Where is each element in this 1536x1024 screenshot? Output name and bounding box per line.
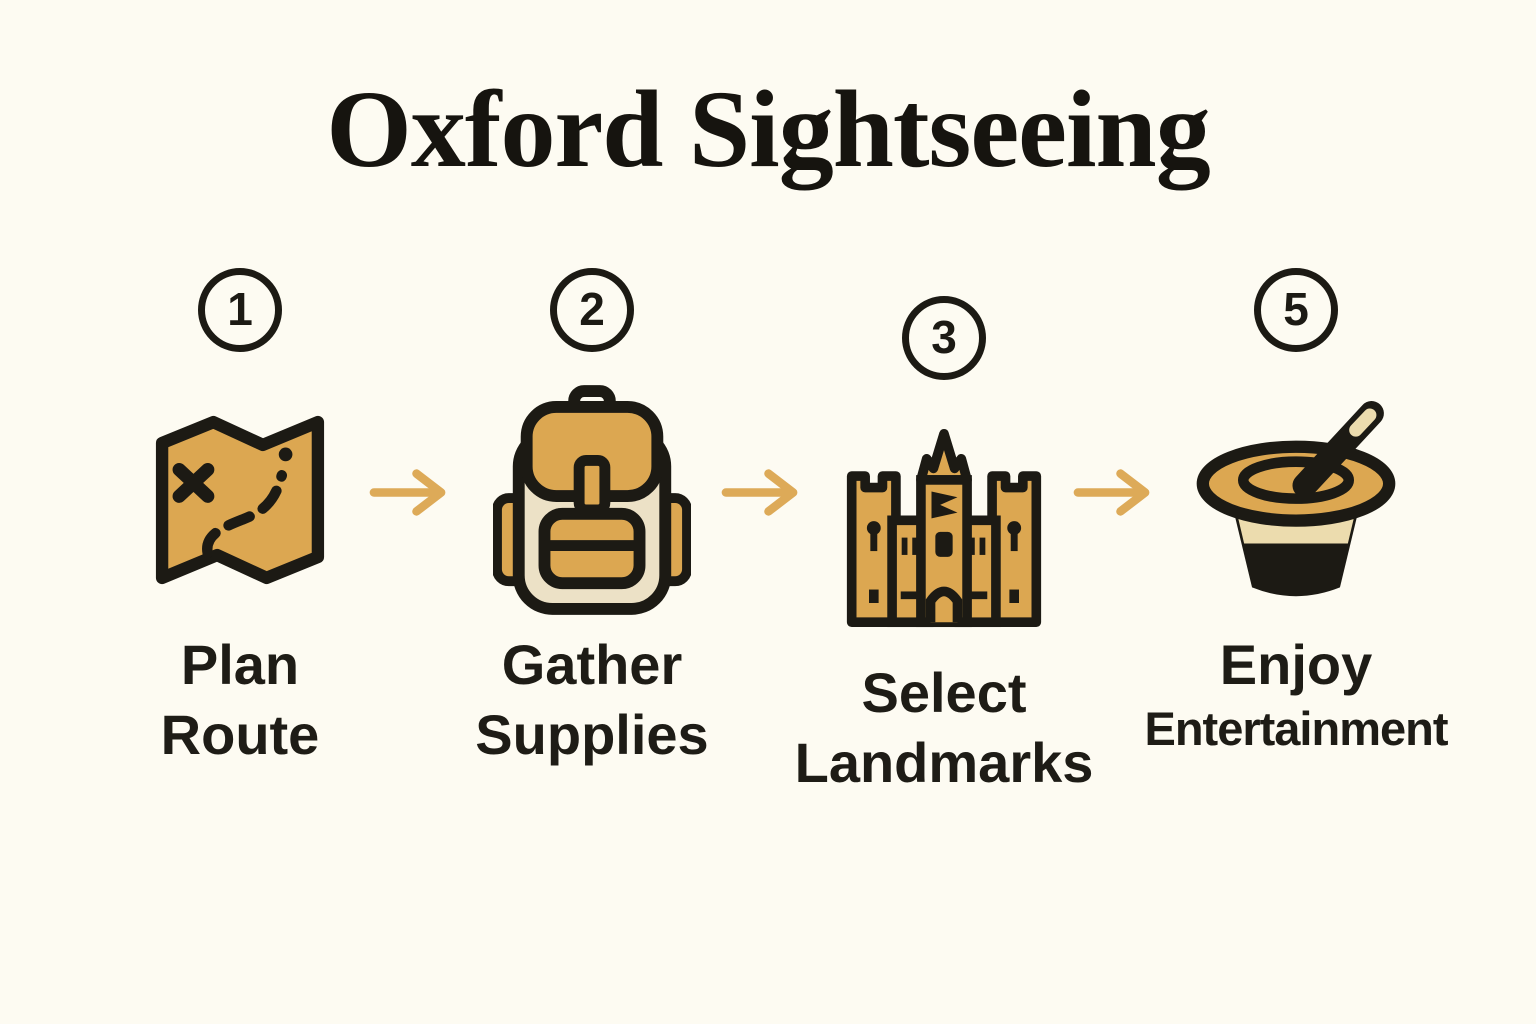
steps-row: 1 Plan Route bbox=[0, 267, 1536, 798]
step-number: 2 bbox=[579, 282, 605, 335]
step-label-line: Supplies bbox=[475, 702, 709, 766]
step-label-line: Landmarks bbox=[794, 730, 1094, 794]
step-number-badge: 2 bbox=[550, 267, 634, 352]
step-number: 3 bbox=[931, 310, 957, 363]
step-number: 1 bbox=[227, 282, 253, 335]
step-label: Plan Route bbox=[161, 630, 320, 770]
treasure-map-icon bbox=[142, 380, 338, 620]
step-number-badge: 1 bbox=[198, 267, 282, 352]
step-label-line: Entertainment bbox=[1144, 701, 1449, 755]
step-label-line: Gather bbox=[501, 632, 683, 696]
arrow-right-icon bbox=[718, 466, 818, 519]
step-label-line: Enjoy bbox=[1219, 632, 1373, 696]
step-plan-route: 1 Plan Route bbox=[114, 267, 366, 770]
backpack-icon bbox=[493, 380, 691, 620]
arrow-right-icon bbox=[1070, 466, 1170, 519]
step-number-badge: 5 bbox=[1254, 267, 1338, 352]
step-label: Enjoy Entertainment bbox=[1144, 630, 1449, 759]
arrow-right-icon bbox=[366, 466, 466, 519]
step-label-line: Route bbox=[160, 702, 320, 766]
magic-hat-graphic bbox=[1196, 401, 1396, 597]
treasure-map-graphic bbox=[155, 415, 325, 584]
backpack-graphic bbox=[493, 384, 691, 615]
step-label-line: Plan bbox=[180, 632, 300, 696]
step-select-landmarks: 3 bbox=[795, 268, 1093, 798]
step-gather-supplies: 2 Gather Supplies bbox=[466, 267, 718, 770]
castle-graphic bbox=[846, 428, 1042, 627]
step-number: 5 bbox=[1283, 282, 1309, 335]
castle-icon bbox=[844, 408, 1044, 648]
step-label-line: Select bbox=[861, 660, 1027, 724]
step-label: Select Landmarks bbox=[795, 658, 1094, 798]
step-number-badge: 3 bbox=[902, 295, 986, 380]
step-label: Gather Supplies bbox=[475, 630, 708, 770]
step-enjoy-entertainment: 5 Enjoy Entertain bbox=[1145, 267, 1449, 759]
magic-hat-icon bbox=[1187, 380, 1405, 620]
page-title: Oxford Sightseeing bbox=[326, 68, 1210, 190]
